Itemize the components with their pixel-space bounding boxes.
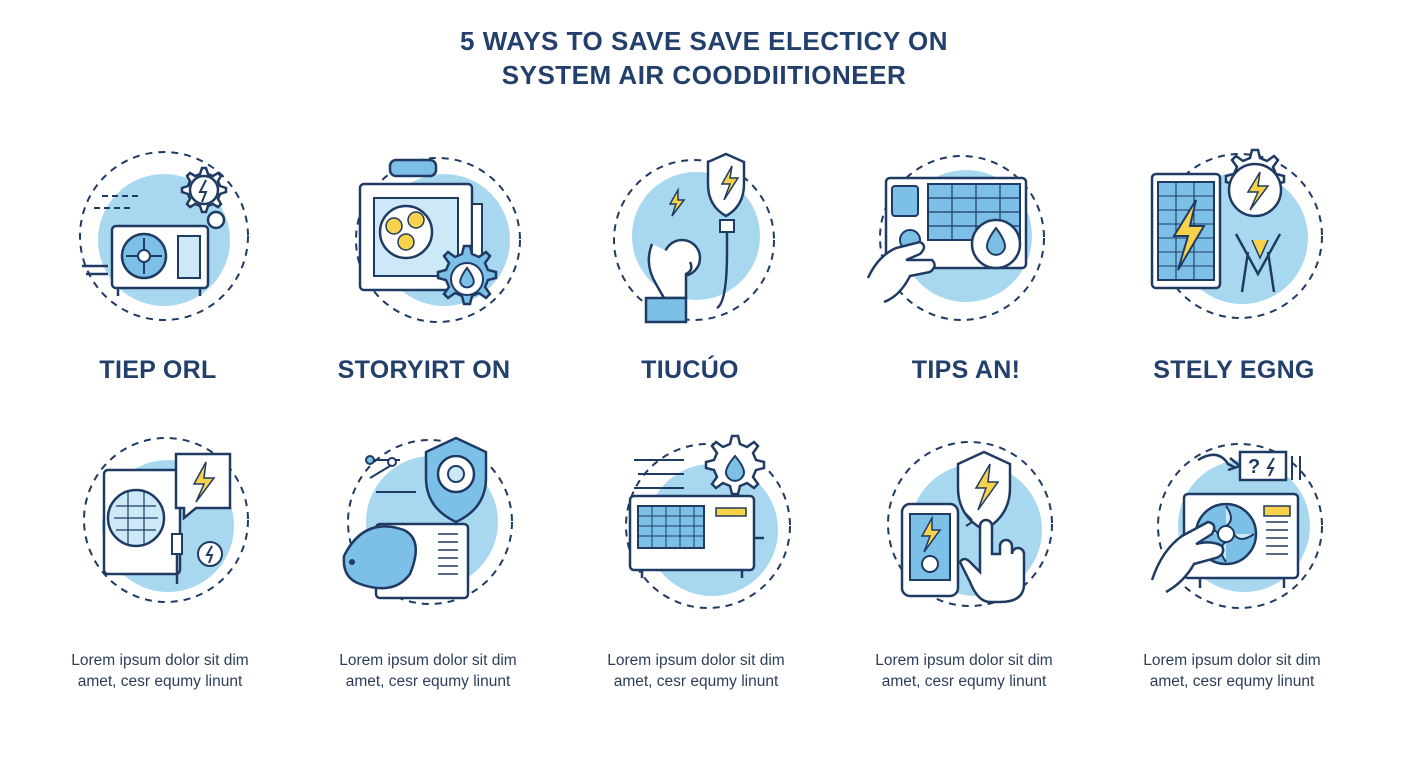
tip-description-4-line-2: amet, cesr equmy linunt [881,673,1047,690]
smartphone-shield-hand-icon [884,430,1064,610]
tip-label-2: STORYIRT ON [337,356,511,384]
tip-description-3-line-1: Lorem ipsum dolor sit dim [607,652,785,669]
tip-description-1-line-1: Lorem ipsum dolor sit dim [71,652,249,669]
page-title-line-1: 5 WAYS TO SAVE SAVE ELECTICY ON [460,26,948,56]
tip-description-5-line-1: Lorem ipsum dolor sit dim [1143,652,1321,669]
tip-description-3-line-2: amet, cesr equmy linunt [613,673,779,690]
shield-gear-unit-icon [330,430,513,610]
ac-unit-droplet-gear-icon [612,430,792,610]
tip-label-5: STELY EGNG [1153,356,1315,384]
question-badge-text: ? [1248,456,1260,478]
tip-description-5-line-2: amet, cesr equmy linunt [1149,673,1315,690]
ac-bolt-bubble-icon [80,430,260,610]
tip-description-4-line-1: Lorem ipsum dolor sit dim [875,652,1053,669]
fan-unit-water-gear-icon [346,148,526,328]
tip-label-3: TIUCÚO [641,356,739,384]
tip-label-1: TIEP ORL [99,356,217,384]
tip-description-1: Lorem ipsum dolor sit dim amet, cesr equ… [30,650,290,692]
solar-panel-bolt-icon [1144,148,1324,328]
control-panel-hand-icon [866,148,1046,328]
ac-unit-gear-icon [72,148,252,328]
tip-description-2-line-2: amet, cesr equmy linunt [345,673,511,690]
tip-description-1-line-2: amet, cesr equmy linunt [77,673,243,690]
tip-description-4: Lorem ipsum dolor sit dim amet, cesr equ… [834,650,1094,692]
tip-description-2-line-1: Lorem ipsum dolor sit dim [339,652,517,669]
shield-plug-hand-icon [612,148,792,328]
fan-unit-question-hand-icon: ? [1144,430,1324,610]
page-title-line-2: SYSTEM AIR COODDIITIONEER [501,60,907,90]
tip-description-3: Lorem ipsum dolor sit dim amet, cesr equ… [566,650,826,692]
tip-description-2: Lorem ipsum dolor sit dim amet, cesr equ… [298,650,558,692]
tip-label-4: TIPS AN! [911,356,1021,384]
tip-description-5: Lorem ipsum dolor sit dim amet, cesr equ… [1102,650,1362,692]
